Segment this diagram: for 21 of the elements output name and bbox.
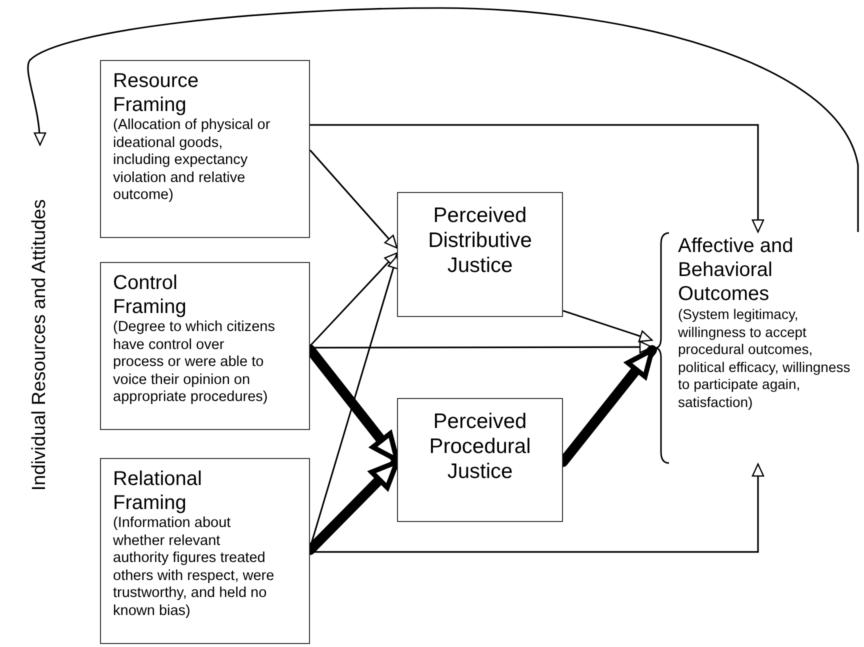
box-heading: Resource Framing (113, 69, 200, 117)
box-description: (Information about whether relevant authority figures treated others with respect, were trustworthy, and held no known bias) (113, 515, 276, 620)
box-description: (Degree to which citizens have control over process or were able to voice their opinion on appropriate procedures) (113, 319, 276, 406)
framing-box (100, 60, 310, 238)
arrow (310, 124, 764, 233)
box-heading: Affective and Behavioral Outcomes (678, 234, 794, 306)
arrow (309, 150, 398, 249)
box-heading: Relational Framing (113, 467, 203, 515)
arrow (562, 310, 653, 342)
box-heading: Perceived Procedural Justice (428, 409, 532, 484)
framing-box (100, 262, 310, 430)
arrow (309, 252, 398, 347)
framing-box (100, 458, 310, 644)
justice-box (397, 192, 563, 317)
vertical-label: Individual Resources and Attitudes (29, 199, 50, 491)
arrow (27, 7, 859, 232)
box-heading: Control Framing (113, 271, 188, 319)
box-heading: Perceived Distributive Justice (427, 203, 533, 278)
box-description: (System legitimacy, willingness to accept procedural outcomes, political efficacy, willingness to participate again, satisfaction) (678, 306, 852, 411)
justice-box (397, 398, 563, 522)
box-description: (Allocation of physical or ideational goods, including expectancy violation and relative outcome) (113, 117, 272, 204)
